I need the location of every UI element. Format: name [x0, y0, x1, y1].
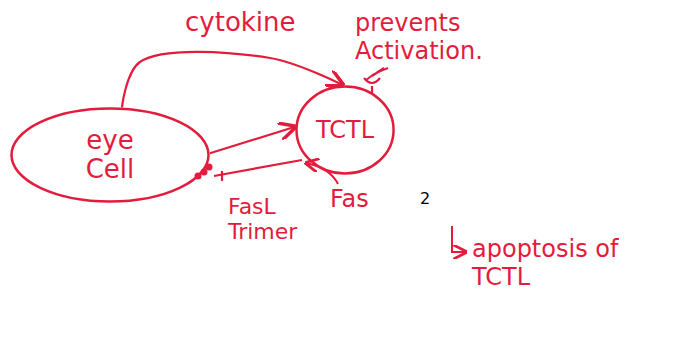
molecule-label: Fas: [330, 186, 400, 214]
note-label: prevents Activation.: [355, 10, 525, 65]
cell-circle: TCTL: [295, 85, 395, 175]
node-text: TCTL: [316, 117, 374, 143]
fas-binding-bar: [221, 171, 223, 181]
node-text: eye Cell: [75, 126, 145, 183]
page-number: 2: [420, 190, 444, 208]
fas-binding-arrow: [210, 127, 295, 153]
molecule-label: FasL Trimer: [228, 194, 328, 245]
cell-border: [296, 87, 393, 174]
signal-label: cytokine: [185, 8, 335, 38]
cell-ellipse: eye Cell: [10, 107, 210, 203]
outcome-note: apoptosis of TCTL: [472, 236, 622, 291]
inhibition-bar: [366, 68, 388, 80]
fas-binding-line: [214, 160, 302, 176]
hook-arrow: [452, 226, 466, 252]
cell-border: [12, 109, 209, 202]
